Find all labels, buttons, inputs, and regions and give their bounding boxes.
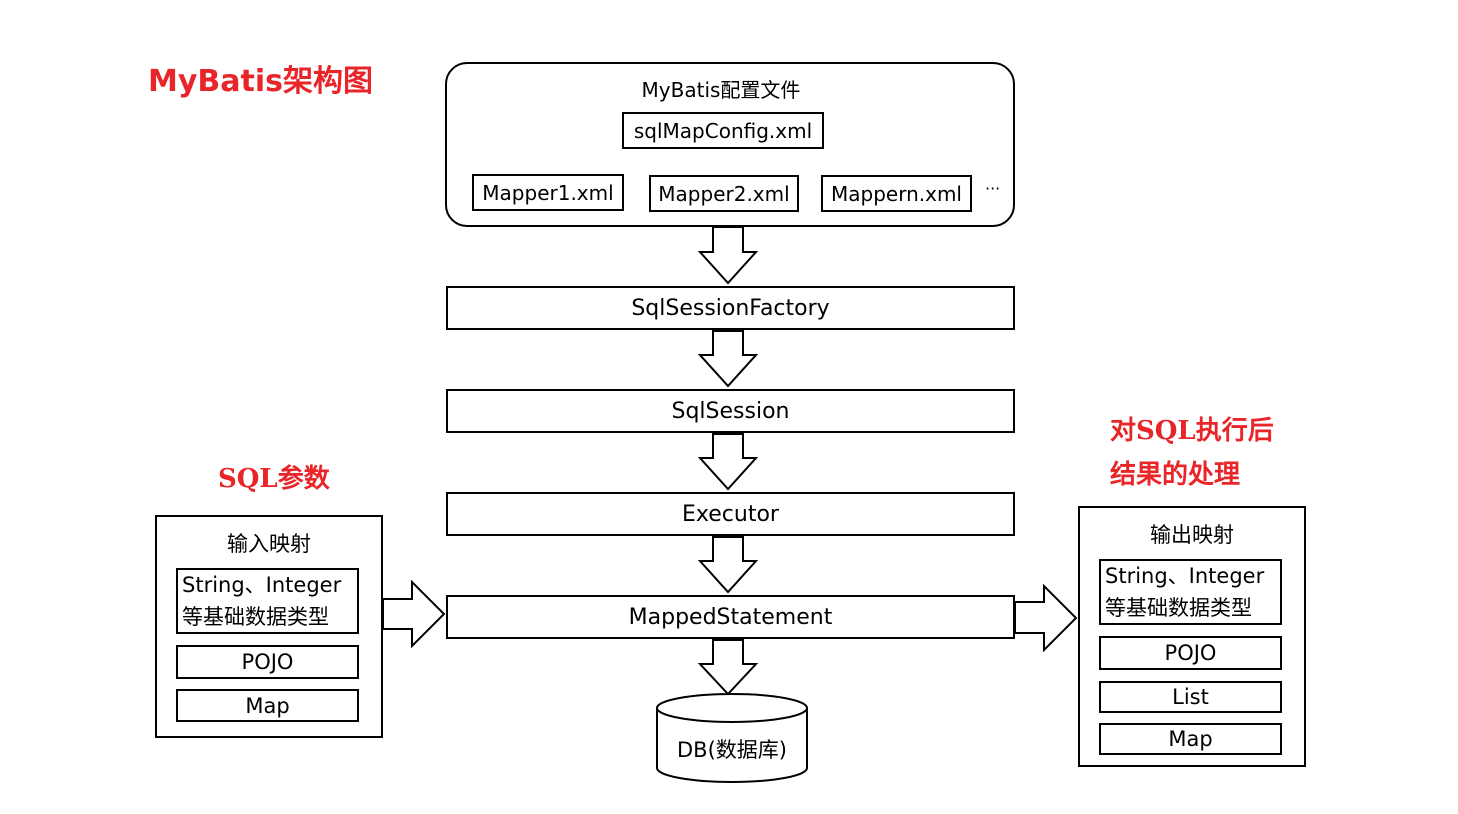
db-cylinder: [656, 693, 808, 783]
sqlsession-text: SqlSession: [671, 398, 790, 424]
input-basic-types-box: String、Integer 等基础数据类型: [176, 568, 359, 634]
mapper1-box: Mapper1.xml: [472, 174, 624, 211]
sqlsessionfactory-box: SqlSessionFactory: [446, 286, 1015, 330]
input-basic-types-line1: String、Integer: [182, 573, 342, 597]
executor-box: Executor: [446, 492, 1015, 536]
sqlsession-box: SqlSession: [446, 389, 1015, 433]
input-pojo-box: POJO: [176, 645, 359, 679]
executor-text: Executor: [682, 501, 779, 527]
diagram-title: MyBatis架构图: [148, 64, 373, 99]
mapper1-text: Mapper1.xml: [482, 180, 614, 205]
input-mapping-container: [155, 515, 383, 738]
mapper2-box: Mapper2.xml: [649, 175, 799, 212]
sqlmapconfig-text: sqlMapConfig.xml: [633, 118, 813, 143]
input-basic-types-line2: 等基础数据类型: [182, 605, 329, 629]
input-pojo-text: POJO: [241, 650, 294, 674]
down-arrow-session-to-executor: [697, 433, 759, 491]
right-arrow-mapped-to-output: [1014, 583, 1078, 653]
input-mapping-label: 输入映射: [227, 532, 311, 556]
output-list-text: List: [1172, 685, 1209, 709]
output-map-text: Map: [1168, 727, 1213, 751]
config-label: MyBatis配置文件: [641, 78, 801, 102]
output-basic-types-line2: 等基础数据类型: [1105, 596, 1252, 620]
input-map-text: Map: [245, 693, 290, 718]
output-list-box: List: [1099, 681, 1282, 713]
output-mapping-label: 输出映射: [1150, 523, 1234, 547]
sqlmapconfig-box: sqlMapConfig.xml: [622, 112, 824, 149]
output-heading-line2: 结果的处理: [1110, 460, 1241, 490]
output-pojo-box: POJO: [1099, 636, 1282, 670]
down-arrow-config-to-factory: [697, 226, 759, 285]
right-arrow-input-to-mapped: [382, 579, 446, 649]
output-pojo-text: POJO: [1164, 641, 1217, 665]
mappedstatement-text: MappedStatement: [628, 604, 833, 630]
output-basic-types-box: String、Integer 等基础数据类型: [1099, 559, 1282, 625]
down-arrow-factory-to-session: [697, 330, 759, 388]
output-mapping-container: [1078, 506, 1306, 767]
output-map-box: Map: [1099, 723, 1282, 755]
down-arrow-executor-to-mapped: [697, 536, 759, 594]
down-arrow-mapped-to-db: [697, 639, 759, 696]
sqlsessionfactory-text: SqlSessionFactory: [631, 295, 830, 321]
db-label: DB(数据库): [677, 738, 787, 762]
input-heading: SQL参数: [218, 464, 330, 494]
mappedstatement-box: MappedStatement: [446, 595, 1015, 639]
mappern-box: Mappern.xml: [821, 175, 972, 212]
mapper-ellipsis: ···: [985, 179, 1001, 198]
mappern-text: Mappern.xml: [831, 181, 962, 206]
output-heading-line1: 对SQL执行后: [1110, 416, 1274, 446]
mapper2-text: Mapper2.xml: [658, 181, 790, 206]
output-basic-types-line1: String、Integer: [1105, 564, 1265, 588]
input-map-box: Map: [176, 689, 359, 722]
